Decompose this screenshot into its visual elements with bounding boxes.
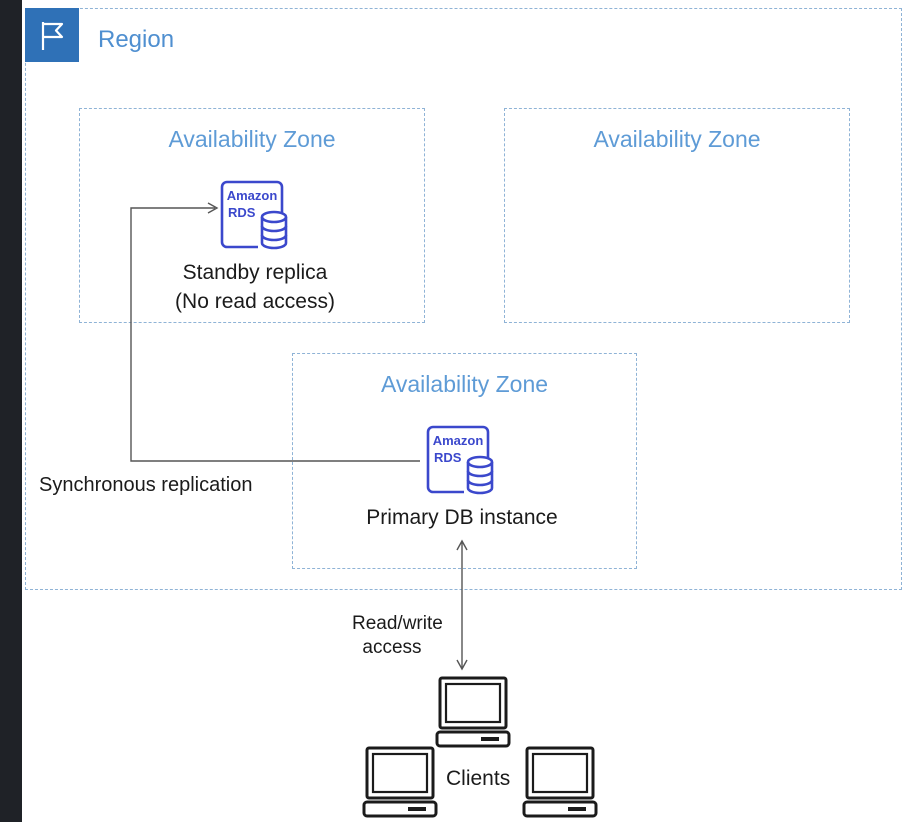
replication-line bbox=[130, 207, 420, 462]
standby-replica-title: Standby replica bbox=[182, 261, 328, 284]
region-boundary bbox=[25, 8, 902, 590]
availability-zone-empty: Availability Zone bbox=[504, 108, 850, 323]
availability-zone-title: Availability Zone bbox=[168, 126, 336, 152]
region-label: Region bbox=[98, 26, 175, 53]
amazon-rds-icon: Amazon RDS bbox=[426, 425, 498, 502]
client-computer-icon bbox=[362, 746, 440, 822]
primary-instance-label: Primary DB instance bbox=[366, 506, 558, 529]
diagram-canvas: Region Availability Zone Availability Zo… bbox=[22, 0, 908, 822]
client-computer-icon bbox=[522, 746, 600, 822]
connector-lines bbox=[130, 202, 468, 671]
amazon-rds-icon: Amazon RDS bbox=[220, 180, 292, 257]
standby-replica-note: (No read access) bbox=[175, 290, 335, 313]
access-arrowhead-top bbox=[456, 539, 468, 551]
availability-zone-title: Availability Zone bbox=[593, 126, 761, 152]
availability-zone-primary: Availability Zone bbox=[292, 353, 637, 569]
flag-icon bbox=[25, 8, 79, 62]
replication-label: Synchronous replication bbox=[39, 474, 253, 496]
availability-zone-title: Availability Zone bbox=[380, 371, 549, 397]
svg-text:RDS: RDS bbox=[434, 450, 462, 465]
access-label: Read/write access bbox=[352, 612, 443, 660]
standby-replica-label: Standby replica (No read access) bbox=[132, 258, 378, 316]
access-arrowhead-bottom bbox=[456, 659, 468, 671]
svg-text:Amazon: Amazon bbox=[433, 433, 484, 448]
clients-label: Clients bbox=[446, 767, 511, 790]
client-computer-icon bbox=[435, 676, 513, 753]
availability-zone-standby: Availability Zone bbox=[79, 108, 425, 323]
access-label-line1: Read/write bbox=[352, 613, 443, 634]
svg-text:Amazon: Amazon bbox=[227, 188, 278, 203]
access-label-line2: access bbox=[362, 637, 422, 658]
replication-arrowhead bbox=[207, 202, 219, 214]
svg-text:RDS: RDS bbox=[228, 205, 256, 220]
